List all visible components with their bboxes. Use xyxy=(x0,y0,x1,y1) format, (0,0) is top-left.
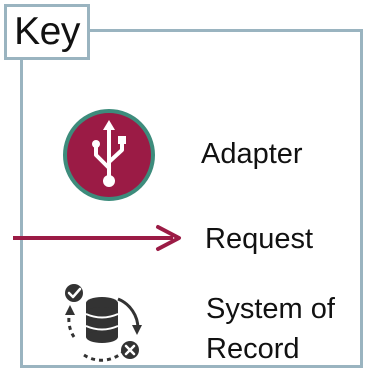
database-sync-icon xyxy=(65,284,142,362)
legend-frame xyxy=(20,29,363,368)
arrow-right-icon xyxy=(13,225,181,251)
request-label: Request xyxy=(205,223,314,255)
legend-title: Key xyxy=(4,4,90,60)
usb-adapter-icon xyxy=(63,109,155,201)
adapter-label: Adapter xyxy=(201,138,303,170)
system-of-record-label: System of Record xyxy=(206,293,335,365)
